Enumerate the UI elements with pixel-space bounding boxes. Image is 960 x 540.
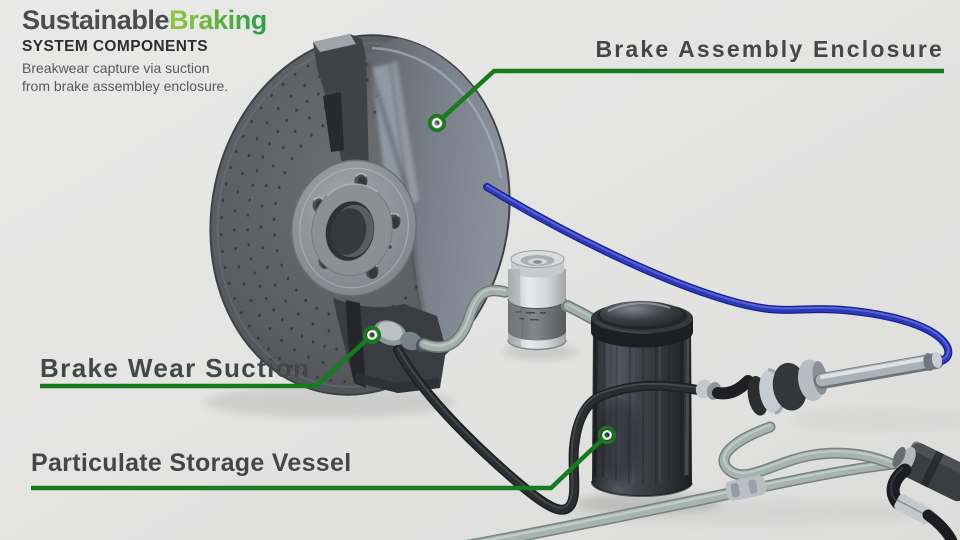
hydraulic-fitting-assembly (747, 359, 828, 416)
brake-line-tube-metal (814, 353, 944, 389)
tube-junction-clamp (725, 475, 767, 501)
brake-line-sage-scurve (718, 421, 898, 481)
inline-filter-canister (507, 250, 573, 351)
capture-hose-black (393, 345, 703, 515)
description-line-1: Breakwear capture via suction (22, 59, 210, 76)
wheel-hub (290, 159, 418, 297)
description-text: Breakwear capture via suction from brake… (22, 59, 267, 96)
tube-end-collar (923, 353, 935, 371)
black-elbow-hose (712, 375, 754, 400)
callout-label-enclosure: Brake Assembly Enclosure (595, 36, 944, 62)
callout-label-vessel: Particulate Storage Vessel (31, 449, 352, 477)
hub-center-bore (325, 201, 375, 261)
description-line-2: from brake assembley enclosure. (22, 78, 229, 95)
brand-logo: SustainableBraking (22, 5, 267, 36)
particulate-storage-vessel (590, 301, 693, 498)
callout-marker-enclosure (427, 113, 447, 133)
brand-block: SustainableBraking SYSTEM COMPONENTS Bre… (22, 5, 267, 96)
brand-name-accent: Braking (169, 5, 267, 35)
page-title: SYSTEM COMPONENTS (22, 37, 208, 55)
callout-marker-vessel (597, 425, 617, 445)
callout-suction-line (40, 325, 382, 389)
vacuum-hose-blue (483, 183, 953, 365)
suction-hose-to-filter (418, 284, 511, 353)
callout-marker-suction (362, 325, 382, 345)
callout-label-suction: Brake Wear Suction (40, 353, 311, 383)
callout-enclosure-line (427, 68, 944, 133)
callout-vessel-line (31, 425, 617, 491)
vessel-dome-cap (600, 301, 682, 327)
filter-label-marks (515, 311, 546, 321)
brand-name-primary: Sustainable (22, 5, 170, 35)
tube-end-cap (931, 352, 943, 368)
junction-fitting-bottom-right (886, 441, 960, 540)
